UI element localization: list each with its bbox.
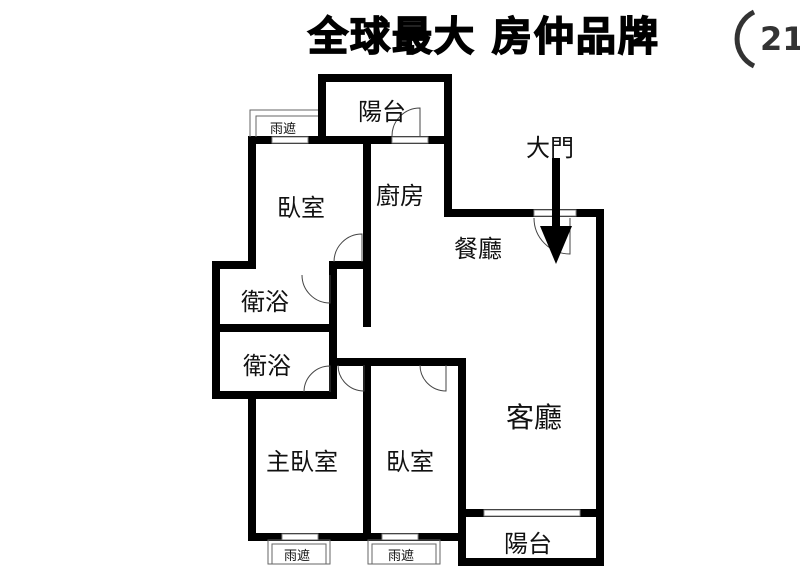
room-balcony-bottom: 陽台 (504, 530, 552, 558)
rain-shelter-top: 雨遮 (270, 122, 297, 137)
room-bath-1: 衛浴 (241, 288, 289, 316)
rain-shelters (249, 109, 441, 565)
room-bath-2: 衛浴 (243, 352, 291, 380)
room-dining: 餐廳 (454, 235, 502, 263)
century21-logo: 21 (732, 4, 800, 74)
main-door-label: 大門 (526, 134, 574, 162)
logo-text: 21 (760, 20, 800, 58)
room-living: 客廳 (506, 401, 563, 434)
door-swings (301, 107, 571, 393)
slogan: 全球最大 房仲品牌 (307, 13, 660, 61)
rain-shelter-bottom-1: 雨遮 (284, 549, 311, 564)
room-kitchen: 廚房 (376, 182, 424, 210)
room-master-bedroom: 主臥室 (266, 448, 338, 476)
main-door-arrow (540, 158, 572, 264)
room-bedroom-top: 臥室 (277, 194, 325, 222)
rain-shelter-bottom-2: 雨遮 (388, 549, 415, 564)
room-bedroom-bottom: 臥室 (386, 448, 434, 476)
room-balcony-top: 陽台 (358, 98, 406, 126)
walls (212, 74, 604, 566)
